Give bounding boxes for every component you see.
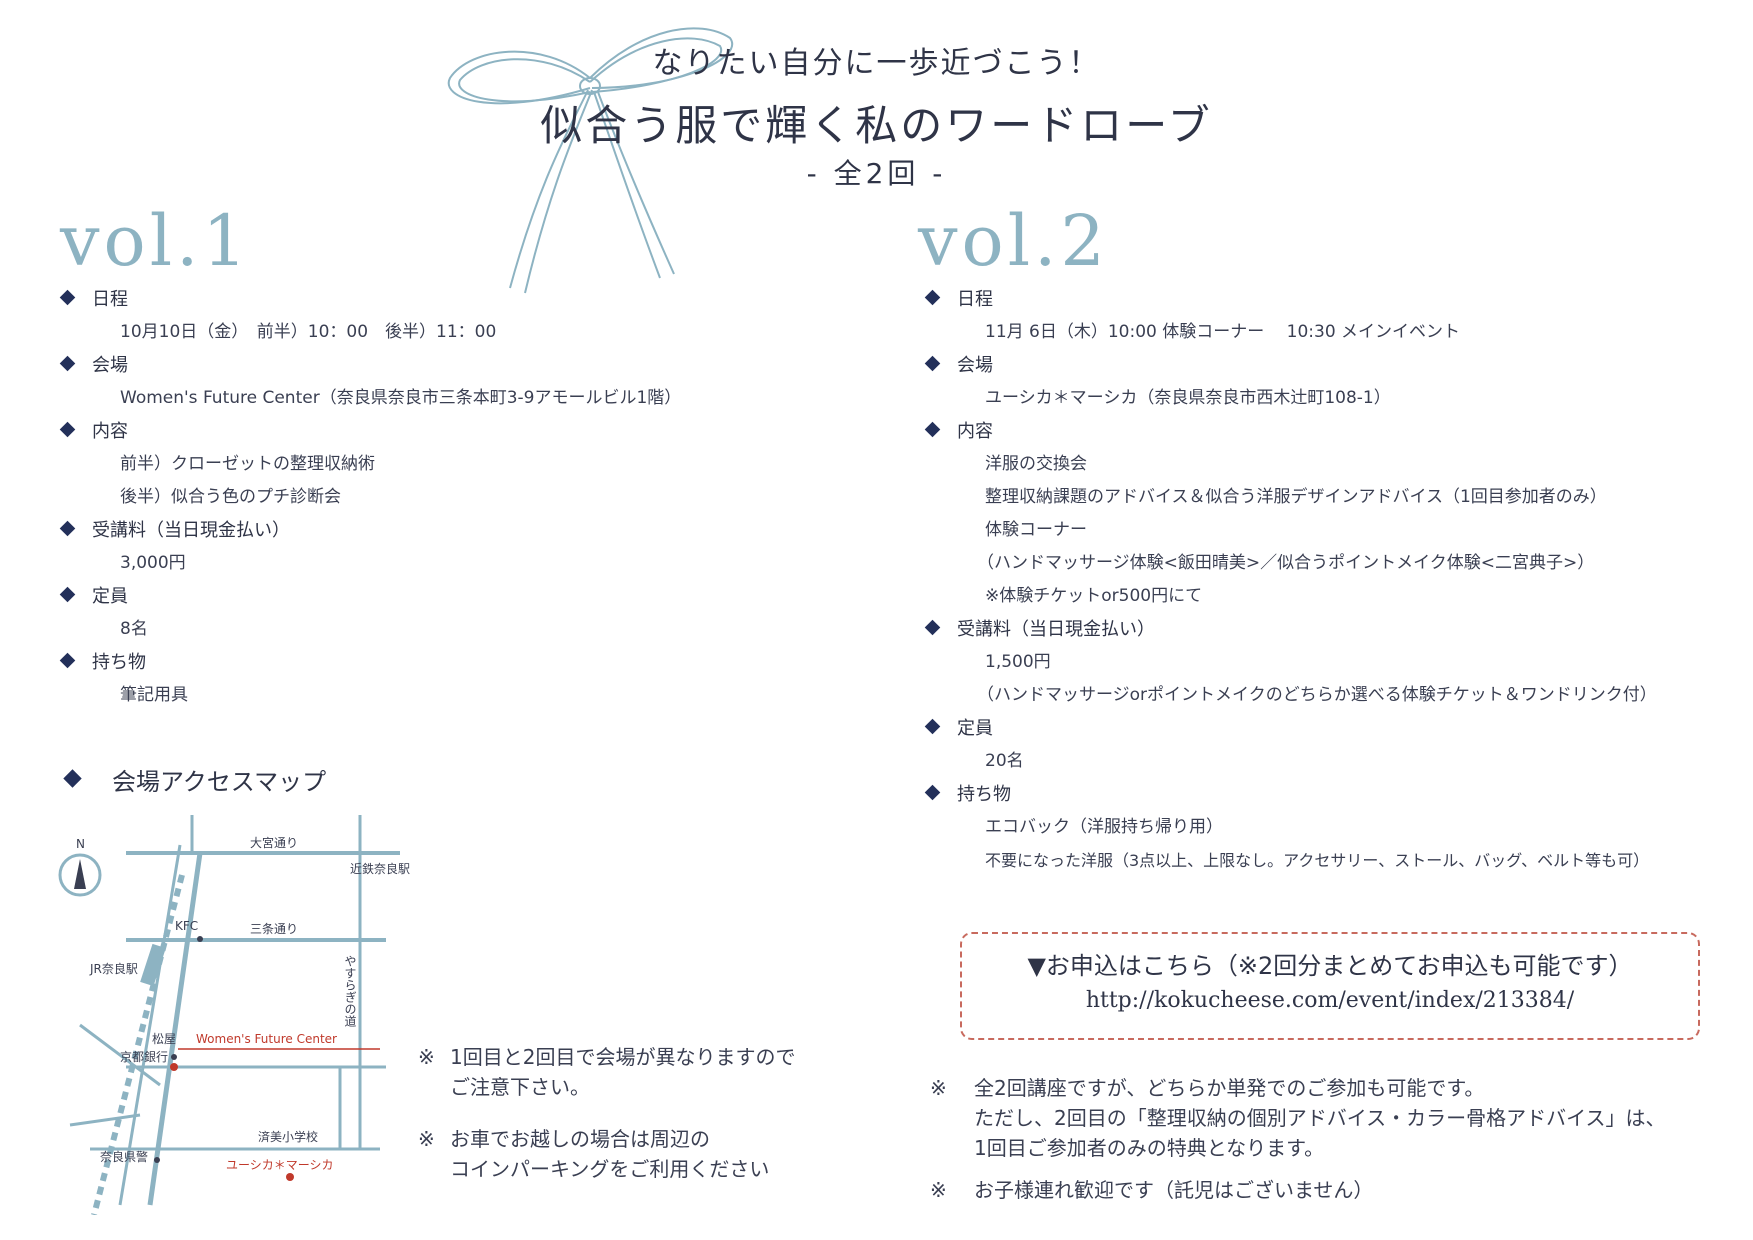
access-map: N 大宮通り 近鉄奈良駅 KFC 三条通り JR奈良駅 松屋 京都銀行 Wome… [58, 815, 410, 1215]
note-mark: ※ [930, 1076, 947, 1100]
note-mark: ※ [930, 1178, 947, 1202]
vol1-section-line: 後半）似合う色のプチ診断会 [120, 487, 341, 507]
note-item: ※ お車でお越しの場合は周辺の コインパーキングをご利用ください [418, 1124, 795, 1184]
note-line: ただし、2回目の「整理収納の個別アドバイス・カラー骨格アドバイス」は、 [974, 1106, 1666, 1130]
vol1-section-heading: 持ち物 [59, 646, 681, 679]
tagline: なりたい自分に一歩近づこう！ [652, 46, 1101, 81]
vol2-content-line: 整理収納課題のアドバイス＆似合う洋服デザインアドバイス（1回目参加者のみ） [985, 487, 1607, 507]
note-item: ※ お子様連れ歓迎です（託児はございません） [930, 1175, 1666, 1205]
map-police: 奈良県警 [100, 1149, 148, 1164]
diamond-bullet-icon [924, 619, 941, 636]
map-school: 済美小学校 [258, 1129, 318, 1144]
vol2-venue: ユーシカ＊マーシカ（奈良県奈良市西木辻町108-1） [985, 388, 1391, 408]
diamond-bullet-icon [924, 421, 941, 438]
vol1-section-heading: 受講料（当日現金払い） [59, 514, 681, 547]
vol2-content-line: 体験コーナー [985, 520, 1087, 540]
map-north-label: N [76, 837, 85, 851]
map-venue1-marker [170, 1063, 178, 1071]
note-item: ※ 全2回講座ですが、どちらか単発でのご参加も可能です。 ただし、2回目の「整理… [930, 1073, 1666, 1163]
diamond-bullet-icon [59, 520, 76, 537]
note-line: お車でお越しの場合は周辺の [450, 1127, 710, 1151]
diamond-bullet-icon [59, 421, 76, 438]
diamond-bullet-icon [924, 289, 941, 306]
page-title: 似合う服で輝く私のワードローブ [540, 101, 1213, 150]
note-mark: ※ [418, 1127, 435, 1151]
vol2-details: 日程 11月 6日（木）10:00 体験コーナー 10:30 メインイベント 会… [924, 283, 1657, 877]
diamond-bullet-icon [63, 769, 82, 788]
map-police-marker [154, 1157, 160, 1163]
vol2-content-note: （ハンドマッサージ体験<飯田晴美>／似合うポイントメイク体験<二宮典子>） [977, 553, 1595, 573]
north-arrow-icon: N [58, 837, 102, 897]
map-kfc-marker [197, 936, 203, 942]
vol1-section-line: 前半）クローゼットの整理収納術 [120, 454, 375, 474]
note-line: コインパーキングをご利用ください [450, 1157, 770, 1181]
vol1-section-heading: 内容 [59, 415, 681, 448]
diamond-bullet-icon [924, 355, 941, 372]
jr-station-block [140, 943, 166, 987]
notes-left: ※ 1回目と2回目で会場が異なりますので ご注意下さい。 ※ お車でお越しの場合… [418, 1042, 795, 1184]
diamond-bullet-icon [924, 718, 941, 735]
notes-right: ※ 全2回講座ですが、どちらか単発でのご参加も可能です。 ただし、2回目の「整理… [930, 1073, 1666, 1205]
vol2-capacity: 20名 [985, 751, 1024, 771]
vol1-section-line: 筆記用具 [120, 685, 188, 705]
note-line: ご注意下さい。 [450, 1075, 590, 1099]
vol2-fee-heading: 受講料（当日現金払い） [924, 613, 1657, 646]
vol1-details: 日程 10月10日（金） 前半）10：00 後半）11：00 会場 Women's F… [59, 283, 682, 712]
map-station-kintetsu: 近鉄奈良駅 [350, 861, 410, 876]
vol1-label: vol.1 [60, 200, 251, 282]
vol2-venue-heading: 会場 [924, 349, 1657, 382]
vol1-section-line: 8名 [120, 619, 148, 639]
note-line: 1回目ご参加者のみの特典となります。 [974, 1136, 1325, 1160]
session-count: - 全2回 - [806, 157, 947, 190]
vol1-section-heading: 定員 [59, 580, 681, 613]
apply-url-link[interactable]: http://kokucheese.com/event/index/213384… [1085, 988, 1575, 1013]
map-kfc: KFC [175, 919, 198, 933]
note-line: 1回目と2回目で会場が異なりますので [450, 1045, 796, 1069]
vol2-item: 不要になった洋服（3点以上、上限なし。アクセサリー、ストール、バッグ、ベルト等も… [985, 851, 1650, 870]
vol2-capacity-heading: 定員 [924, 712, 1657, 745]
vol2-items-heading: 持ち物 [924, 778, 1657, 811]
diamond-bullet-icon [59, 652, 76, 669]
map-yasuragi-road: やすらぎの道 [343, 955, 357, 1027]
vol2-item: エコバック（洋服持ち帰り用） [985, 817, 1223, 837]
diamond-bullet-icon [59, 289, 76, 306]
ribbon-bow-decoration [447, 27, 734, 294]
map-street-omiya: 大宮通り [250, 835, 298, 850]
vol1-section-heading: 日程 [59, 283, 681, 316]
vol2-schedule-heading: 日程 [924, 283, 1657, 316]
vol2-label: vol.2 [918, 200, 1109, 282]
vol2-content-line: 洋服の交換会 [985, 454, 1087, 474]
vol1-section-line: Women's Future Center（奈良県奈良市三条本町3-9アモールビ… [120, 388, 682, 408]
note-line: お子様連れ歓迎です（託児はございません） [974, 1178, 1374, 1202]
note-mark: ※ [418, 1045, 435, 1069]
diamond-bullet-icon [924, 784, 941, 801]
apply-box [960, 932, 1700, 1040]
note-item: ※ 1回目と2回目で会場が異なりますので ご注意下さい。 [418, 1042, 795, 1102]
map-bank-marker [171, 1054, 177, 1060]
diamond-bullet-icon [59, 355, 76, 372]
map-street-sanjo: 三条通り [250, 922, 298, 936]
vol1-section-heading: 会場 [59, 349, 681, 382]
vol2-content-note: ※体験チケットor500円にて [985, 586, 1203, 606]
vol2-schedule: 11月 6日（木）10:00 体験コーナー 10:30 メインイベント [985, 322, 1461, 342]
map-venue2-label: ユーシカ＊マーシカ [226, 1158, 334, 1172]
apply-label: ▼お申込はこちら（※2回分まとめてお申込も可能です） [1027, 952, 1633, 980]
note-line: 全2回講座ですが、どちらか単発でのご参加も可能です。 [974, 1076, 1485, 1100]
vol1-section-line: 3,000円 [120, 553, 186, 573]
vol1-section-line: 10月10日（金） 前半）10：00 後半）11：00 [120, 322, 497, 342]
vol2-content-heading: 内容 [924, 415, 1657, 448]
map-matsuya: 松屋 [152, 1032, 176, 1046]
map-station-jr: JR奈良駅 [89, 961, 138, 976]
map-bank: 京都銀行 [120, 1050, 168, 1064]
vol2-fee: 1,500円 [985, 652, 1051, 672]
diamond-bullet-icon [59, 586, 76, 603]
vol2-fee-note: （ハンドマッサージorポイントメイクのどちらか選べる体験チケット＆ワンドリンク付… [977, 685, 1657, 705]
map-venue1-label: Women's Future Center [196, 1032, 337, 1046]
access-map-heading: 会場アクセスマップ [60, 762, 326, 797]
map-venue2-marker [286, 1173, 294, 1181]
